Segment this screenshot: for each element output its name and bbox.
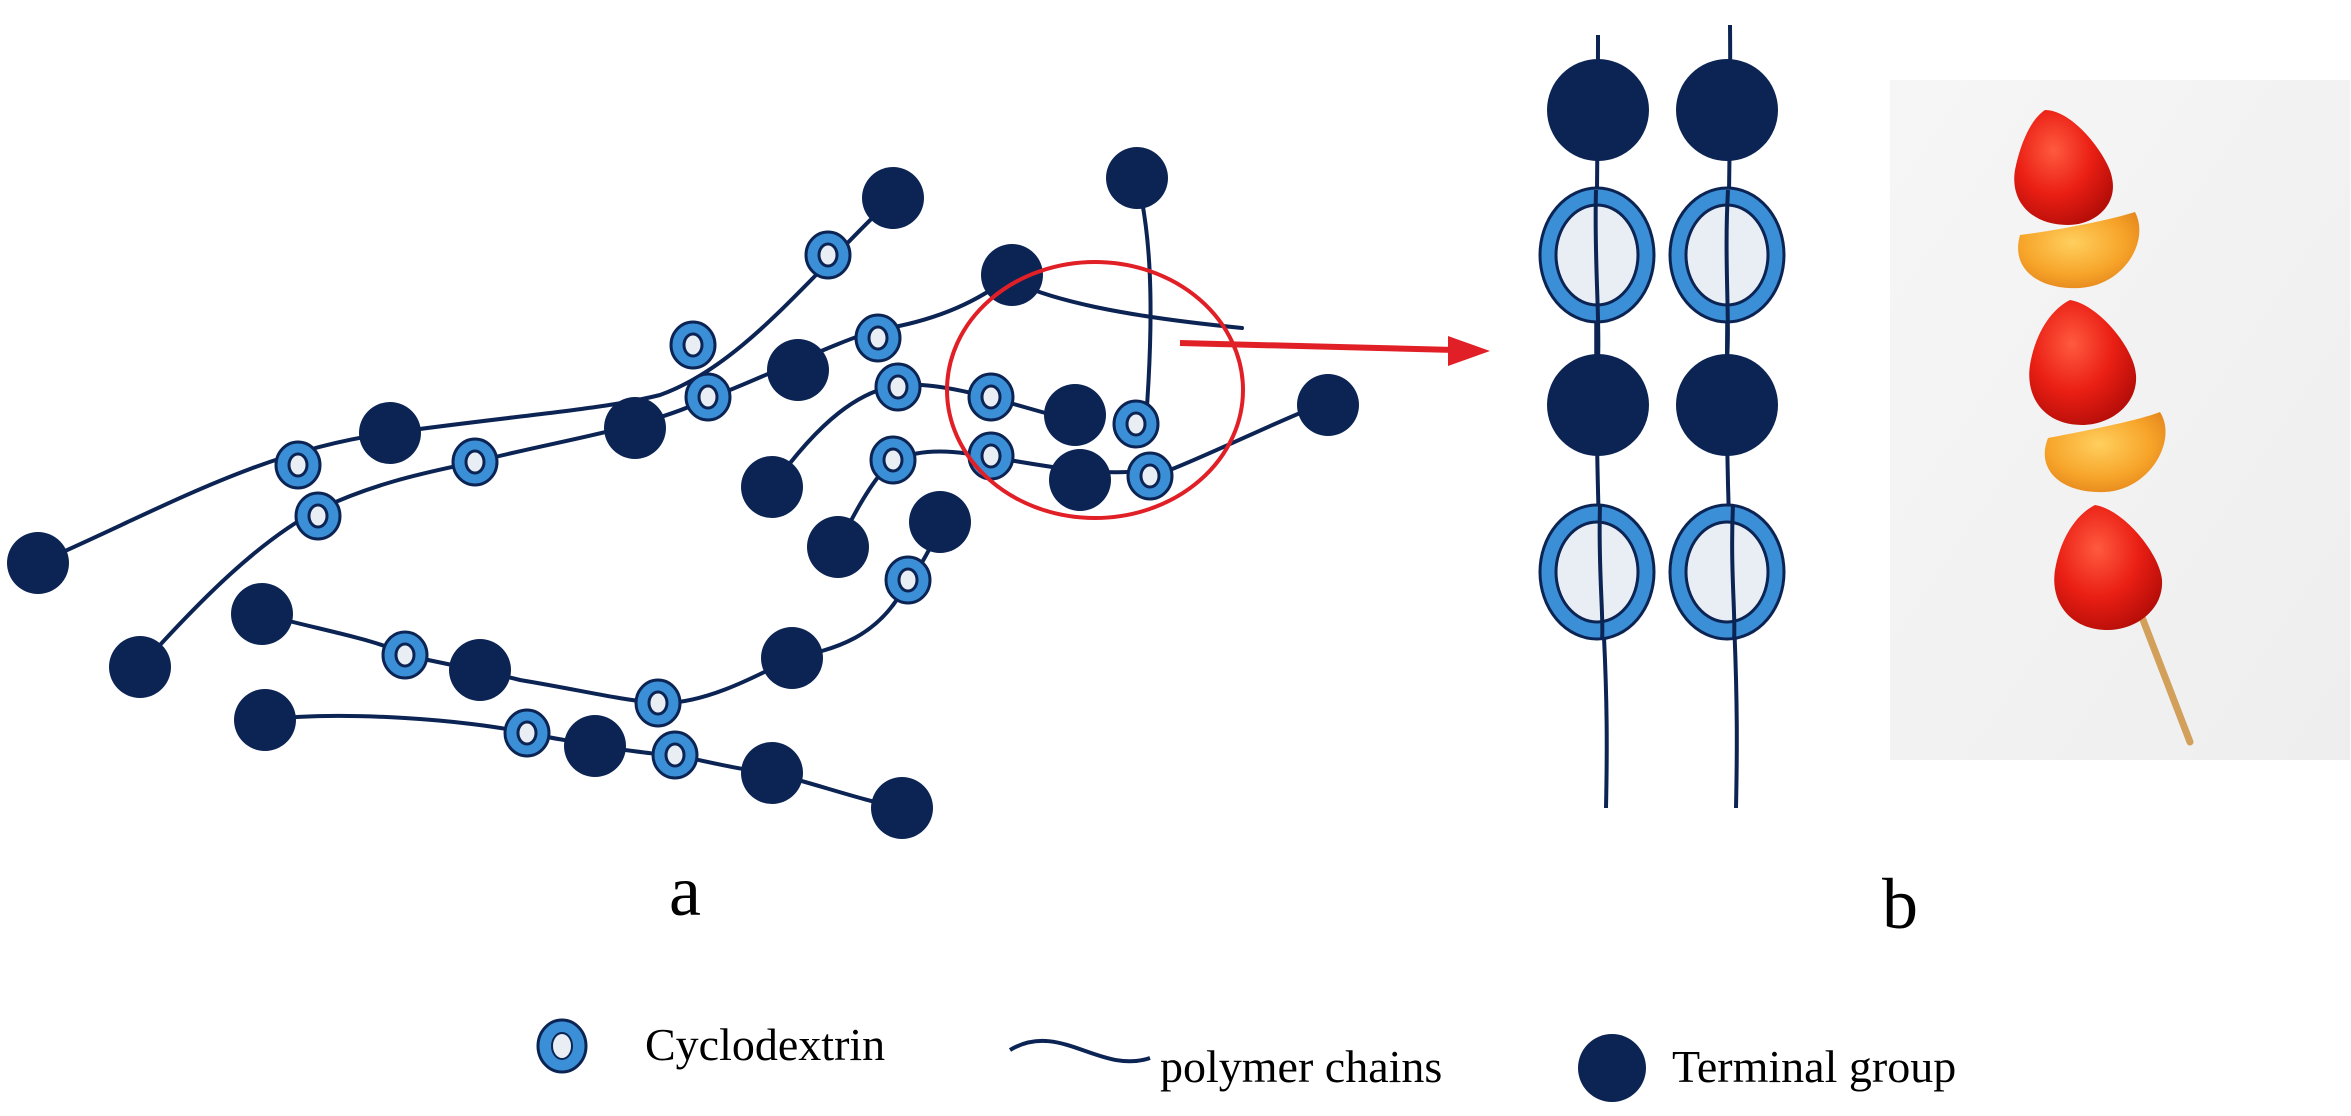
panel-label-a: a — [669, 851, 701, 931]
legend-polymer-label: polymer chains — [1160, 1041, 1442, 1092]
cyclodextrin-ring — [381, 630, 429, 680]
terminal-group — [234, 689, 296, 751]
terminal-group — [909, 491, 971, 553]
terminal-group — [1106, 147, 1168, 209]
terminal-group — [1676, 354, 1778, 456]
fruit-skewer-photo — [1890, 80, 2350, 760]
terminal-group — [1547, 354, 1649, 456]
terminal-group — [862, 167, 924, 229]
terminal-group — [761, 627, 823, 689]
cyclodextrin-ring — [967, 372, 1015, 422]
cyclodextrin-ring — [503, 708, 551, 758]
legend: Cyclodextrin polymer chains Terminal gro… — [536, 1018, 1956, 1102]
cyclodextrin-ring — [1112, 399, 1160, 449]
terminal-group — [1676, 59, 1778, 161]
terminal-group — [871, 777, 933, 839]
legend-cyclodextrin-label: Cyclodextrin — [645, 1019, 885, 1070]
terminal-group — [767, 339, 829, 401]
terminal-group — [231, 583, 293, 645]
cyclodextrin-rings-a — [274, 230, 1174, 780]
terminal-group — [741, 742, 803, 804]
cyclodextrin-ring — [874, 362, 922, 412]
cyclodextrin-ring — [854, 313, 902, 363]
cyclodextrin-ring — [967, 431, 1015, 481]
terminal-group — [1044, 384, 1106, 446]
terminal-group — [604, 397, 666, 459]
cyclodextrin-ring — [804, 230, 852, 280]
panel-b-schematic — [1538, 24, 1786, 809]
cyclodextrin-ring — [884, 555, 932, 605]
terminal-group-icon — [1578, 1034, 1646, 1102]
terminal-group — [564, 715, 626, 777]
terminal-group — [807, 516, 869, 578]
zoom-arrow — [1179, 336, 1490, 366]
legend-terminal-label: Terminal group — [1672, 1041, 1956, 1092]
cyclodextrin-ring — [274, 440, 322, 490]
highlight-circle — [945, 260, 1245, 520]
terminal-group — [109, 636, 171, 698]
cyclodextrin-ring — [651, 730, 699, 780]
cyclodextrin-ring — [669, 320, 717, 370]
terminal-group — [7, 532, 69, 594]
terminal-group — [1547, 59, 1649, 161]
polymer-chain — [1135, 176, 1153, 422]
cyclodextrin-ring — [451, 437, 499, 487]
terminal-group — [1049, 449, 1111, 511]
terminal-group — [1297, 374, 1359, 436]
cyclodextrin-ring — [1538, 503, 1656, 641]
terminal-groups-a — [7, 147, 1359, 839]
cyclodextrin-ring — [1126, 451, 1174, 501]
polymer-chain-icon — [1008, 1038, 1151, 1064]
cyclodextrin-ring — [294, 491, 342, 541]
panel-label-b: b — [1882, 864, 1918, 944]
polymer-chain — [260, 612, 794, 706]
terminal-group — [981, 244, 1043, 306]
terminal-group — [449, 639, 511, 701]
cyclodextrin-icon — [536, 1018, 588, 1074]
terminal-group — [359, 402, 421, 464]
cyclodextrin-ring — [1668, 503, 1786, 641]
cyclodextrin-ring — [869, 435, 917, 485]
terminal-group — [741, 456, 803, 518]
cyclodextrin-ring — [684, 372, 732, 422]
cyclodextrin-ring — [634, 678, 682, 728]
